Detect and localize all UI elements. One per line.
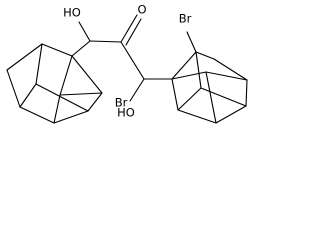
adamantane-right-bond <box>245 79 248 107</box>
adamantane-left-bond <box>19 106 55 124</box>
bond-carbonyl-o-double <box>125 18 142 46</box>
adamantane-right-bond <box>215 105 247 124</box>
adamantane-right-bond <box>177 109 217 124</box>
adamantane-right-bond <box>195 51 215 60</box>
bond-ho-c1 <box>78 21 91 42</box>
bond-carbonyl-c3 <box>120 41 145 80</box>
adamantane-right-bond <box>177 87 202 111</box>
adamantane-right-bond <box>171 51 197 80</box>
adamantane-left-bond <box>53 110 89 124</box>
adamantane-left-bond <box>41 43 73 57</box>
adamantane-right-bond <box>205 71 217 124</box>
bond-lines <box>6 14 248 124</box>
adamantane-left-bond <box>59 92 103 96</box>
adamantane-right-bond <box>213 58 248 81</box>
hydroxyl-label-top: HO <box>63 6 81 20</box>
bromine-label-lower: Br <box>115 96 128 110</box>
adamantane-left-bond <box>6 43 43 71</box>
adamantane-right-bond <box>171 78 179 111</box>
adamantane-left-bond <box>6 69 21 108</box>
bond-c3-ho <box>129 78 145 102</box>
bond-c1-carbonyl <box>89 40 122 43</box>
adamantane-left-bond <box>59 55 73 96</box>
oxygen-label: O <box>137 3 146 17</box>
adamantane-left-bond <box>71 55 103 94</box>
hydroxyl-label-lower: HO <box>117 106 135 120</box>
atom-labels: HO O Br Br HO <box>63 3 191 120</box>
adamantane-left-bond <box>19 83 37 108</box>
adamantane-left-bond <box>53 94 61 124</box>
adamantane-right-bond <box>171 71 207 80</box>
adamantane-left-bond <box>35 43 43 85</box>
adamantane-left-bond <box>87 92 103 112</box>
bond-carbonyl-o <box>120 14 138 43</box>
chemical-structure-diagram: HO O Br Br HO <box>6 3 248 124</box>
adamantane-right-bond <box>195 51 202 89</box>
adamantane-right-bond <box>200 87 247 107</box>
bromine-label-right: Br <box>179 12 192 26</box>
adamantane-right-bond <box>205 71 248 81</box>
adamantane-right-bond <box>186 31 197 53</box>
bond-c1-left-adamantane <box>71 40 91 57</box>
adamantane-left-bond <box>35 83 89 112</box>
